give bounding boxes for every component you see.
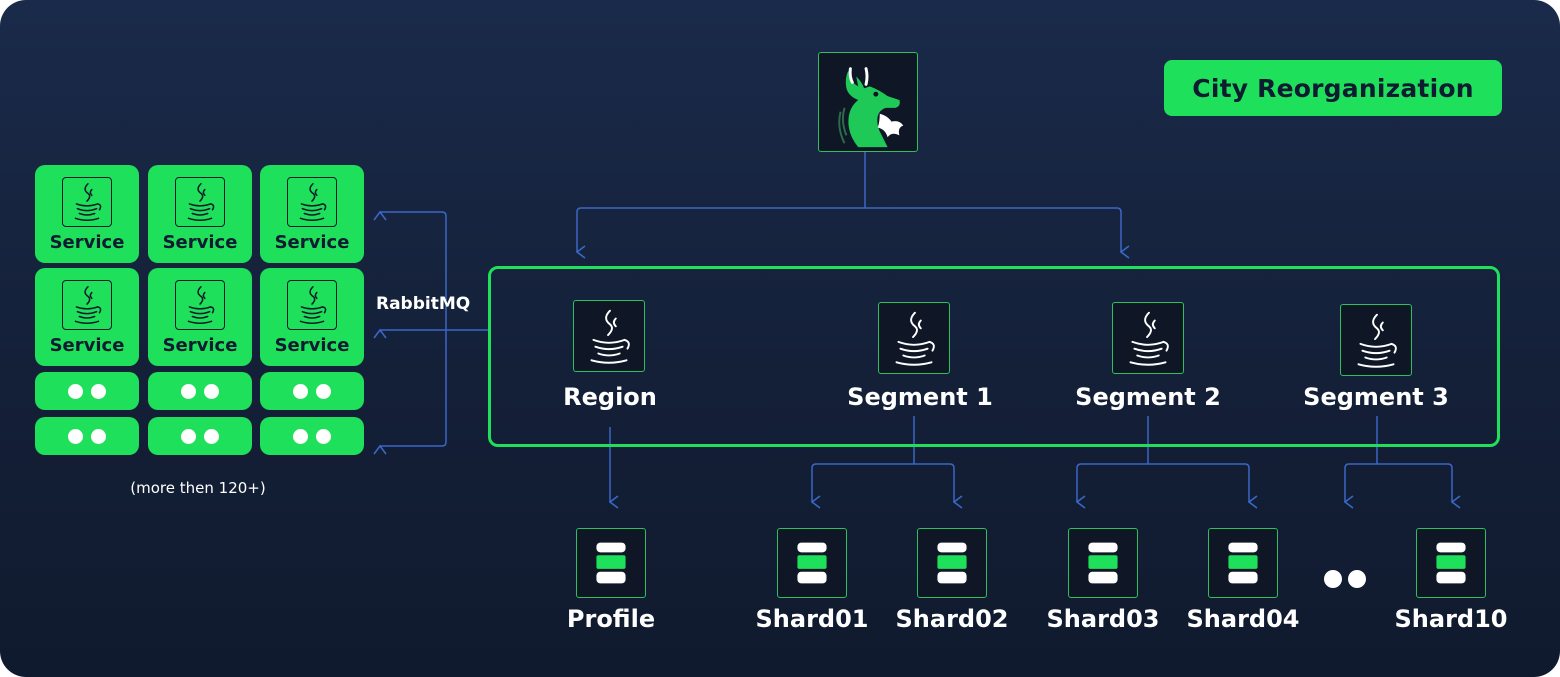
service-more-node [148,372,252,410]
java-icon [287,280,337,330]
ellipsis-dots-icon [68,384,83,399]
segment-3-label: Segment 3 [1303,383,1449,411]
segment-3-node [1340,304,1412,376]
services-count-note: (more then 120+) [130,479,266,497]
shard03-db-node [1068,528,1138,598]
database-icon [1436,542,1466,584]
java-icon [62,280,112,330]
profile-db-node [576,528,646,598]
ellipsis-dots-icon [293,384,308,399]
service-node: Service [260,268,364,366]
service-label: Service [162,232,238,253]
java-icon [895,311,935,366]
ellipsis-dots-icon [1348,570,1366,588]
shard01-db-label: Shard01 [755,605,869,633]
service-more-node [260,372,364,410]
ellipsis-dots-icon [181,429,196,444]
ellipsis-dots-icon [68,429,83,444]
segment-1-label: Segment 1 [847,383,993,411]
rabbitmq-label: RabbitMQ [376,294,471,314]
dragon-logo-node [818,52,918,152]
ellipsis-dots-icon [181,384,196,399]
java-icon [287,177,337,227]
shard02-db-node [917,528,987,598]
service-more-node [260,417,364,455]
service-label: Service [274,335,350,356]
database-icon [596,542,626,584]
service-label: Service [49,335,125,356]
java-icon [62,177,112,227]
service-more-node [35,417,139,455]
database-icon [797,542,827,584]
ellipsis-dots-icon [91,384,106,399]
service-label: Service [49,232,125,253]
ellipsis-dots-icon [204,429,219,444]
dragon-logo-icon [838,67,904,148]
segment-2-label: Segment 2 [1075,383,1221,411]
ellipsis-dots-icon [316,429,331,444]
database-icon [1088,542,1118,584]
connector-rabbitmq-bracket [373,210,447,455]
service-node: Service [35,268,139,366]
region-label: Region [563,383,657,411]
service-node: Service [148,165,252,263]
ellipsis-dots-icon [293,429,308,444]
segment-1-node [878,302,950,374]
java-icon [1129,311,1169,366]
shard01-db-node [777,528,847,598]
database-icon [1228,542,1258,584]
service-node: Service [148,268,252,366]
service-more-node [35,372,139,410]
service-more-node [148,417,252,455]
title-label: City Reorganization [1192,73,1474,103]
java-icon [1357,313,1397,368]
connector-segment2-split [1075,463,1258,509]
segment-2-node [1112,302,1184,374]
service-node: Service [35,165,139,263]
connector-dragon-split [575,207,1130,259]
ellipsis-dots-icon [1324,570,1342,588]
city-group-box [488,266,1500,447]
ellipsis-dots-icon [91,429,106,444]
region-node [573,300,645,372]
shard04-db-label: Shard04 [1186,605,1300,633]
service-node: Service [260,165,364,263]
ellipsis-dots-icon [316,384,331,399]
profile-db-label: Profile [566,605,656,633]
service-label: Service [274,232,350,253]
java-icon [175,280,225,330]
database-icon [937,542,967,584]
ellipsis-dots-icon [204,384,219,399]
java-icon [175,177,225,227]
shard02-db-label: Shard02 [895,605,1009,633]
shard04-db-node [1208,528,1278,598]
connector-segment3-split [1343,463,1461,509]
service-label: Service [162,335,238,356]
title-badge: City Reorganization [1164,60,1502,116]
shard10-db-node [1416,528,1486,598]
java-icon [590,309,630,364]
shard10-db-label: Shard10 [1394,605,1508,633]
shard03-db-label: Shard03 [1046,605,1160,633]
connector-segment1-split [810,463,963,509]
